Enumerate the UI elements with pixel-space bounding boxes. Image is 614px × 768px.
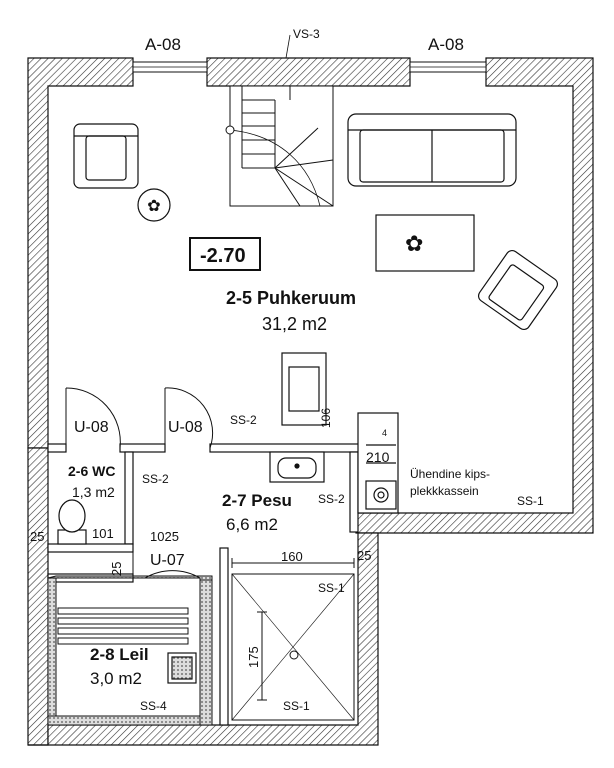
staircase <box>225 85 334 207</box>
door-label-pesu: U-08 <box>168 419 203 436</box>
dim-210: 210 <box>366 449 390 465</box>
note-kipsplekk-line2: plekkkassein <box>410 484 479 498</box>
room-name-pesu: 2-7 Pesu <box>222 491 292 510</box>
wall-tag-ss4: SS-4 <box>140 699 167 713</box>
room-area-leil: 3,0 m2 <box>90 669 142 688</box>
door-label-wc: U-08 <box>74 419 109 436</box>
dim-106: 106 <box>319 408 333 428</box>
svg-text:✿: ✿ <box>147 198 160 215</box>
dim-101: 101 <box>92 526 114 541</box>
sofa <box>347 113 517 187</box>
door-pesu <box>164 387 214 449</box>
armchair-left <box>73 123 139 189</box>
svg-text:✿: ✿ <box>405 231 423 256</box>
room-name-wc: 2-6 WC <box>68 463 115 479</box>
room-area-wc: 1,3 m2 <box>72 484 115 500</box>
room-name-leil: 2-8 Leil <box>90 645 149 664</box>
sink <box>269 451 325 483</box>
dim-25-vert: 25 <box>109 562 124 576</box>
door-wc <box>65 387 121 449</box>
room-area-pesu: 6,6 m2 <box>226 515 278 534</box>
wall-tag-ss2-wc: SS-2 <box>142 472 169 486</box>
dim-175: 175 <box>246 646 261 668</box>
dim-160: 160 <box>281 549 303 564</box>
wall-tag-ss1-bottom: SS-1 <box>283 699 310 713</box>
level-marker-text: -2.70 <box>200 245 246 267</box>
dim-1025: 1025 <box>150 529 179 544</box>
stair-vent-label: VS-3 <box>293 27 320 41</box>
sauna-bench <box>57 607 189 645</box>
note-kipsplekk-line1: Ühendine kips- <box>410 467 490 481</box>
armchair-right <box>477 249 559 331</box>
utility-box <box>365 444 397 510</box>
sauna-stove <box>167 652 197 684</box>
dim-25-left: 25 <box>30 529 44 544</box>
level-marker-box: -2.70 <box>189 237 261 271</box>
toilet <box>57 499 87 545</box>
sauna-walls <box>47 575 213 726</box>
exterior-walls <box>27 57 594 746</box>
window-right <box>409 61 487 73</box>
room-name-puhkeruum: 2-5 Puhkeruum <box>226 288 356 308</box>
shower <box>231 558 355 721</box>
wall-tag-ss1-shower: SS-1 <box>318 581 345 595</box>
window-label-right: A-08 <box>428 35 464 54</box>
window-label-left: A-08 <box>145 35 181 54</box>
dim-4: 4 <box>382 428 387 438</box>
wall-tag-ss2-main: SS-2 <box>230 413 257 427</box>
door-label-leil: U-07 <box>150 552 185 569</box>
window-left <box>132 61 208 73</box>
door-leil <box>132 548 201 579</box>
dim-25-right: 25 <box>357 548 371 563</box>
wall-tag-ss2-pesu: SS-2 <box>318 492 345 506</box>
bench <box>281 352 327 426</box>
room-area-puhkeruum: 31,2 m2 <box>262 314 327 334</box>
wall-tag-ss1-right: SS-1 <box>517 494 544 508</box>
coffee-table: ✿ <box>375 214 475 272</box>
plant-pot-1: ✿ <box>137 188 171 222</box>
